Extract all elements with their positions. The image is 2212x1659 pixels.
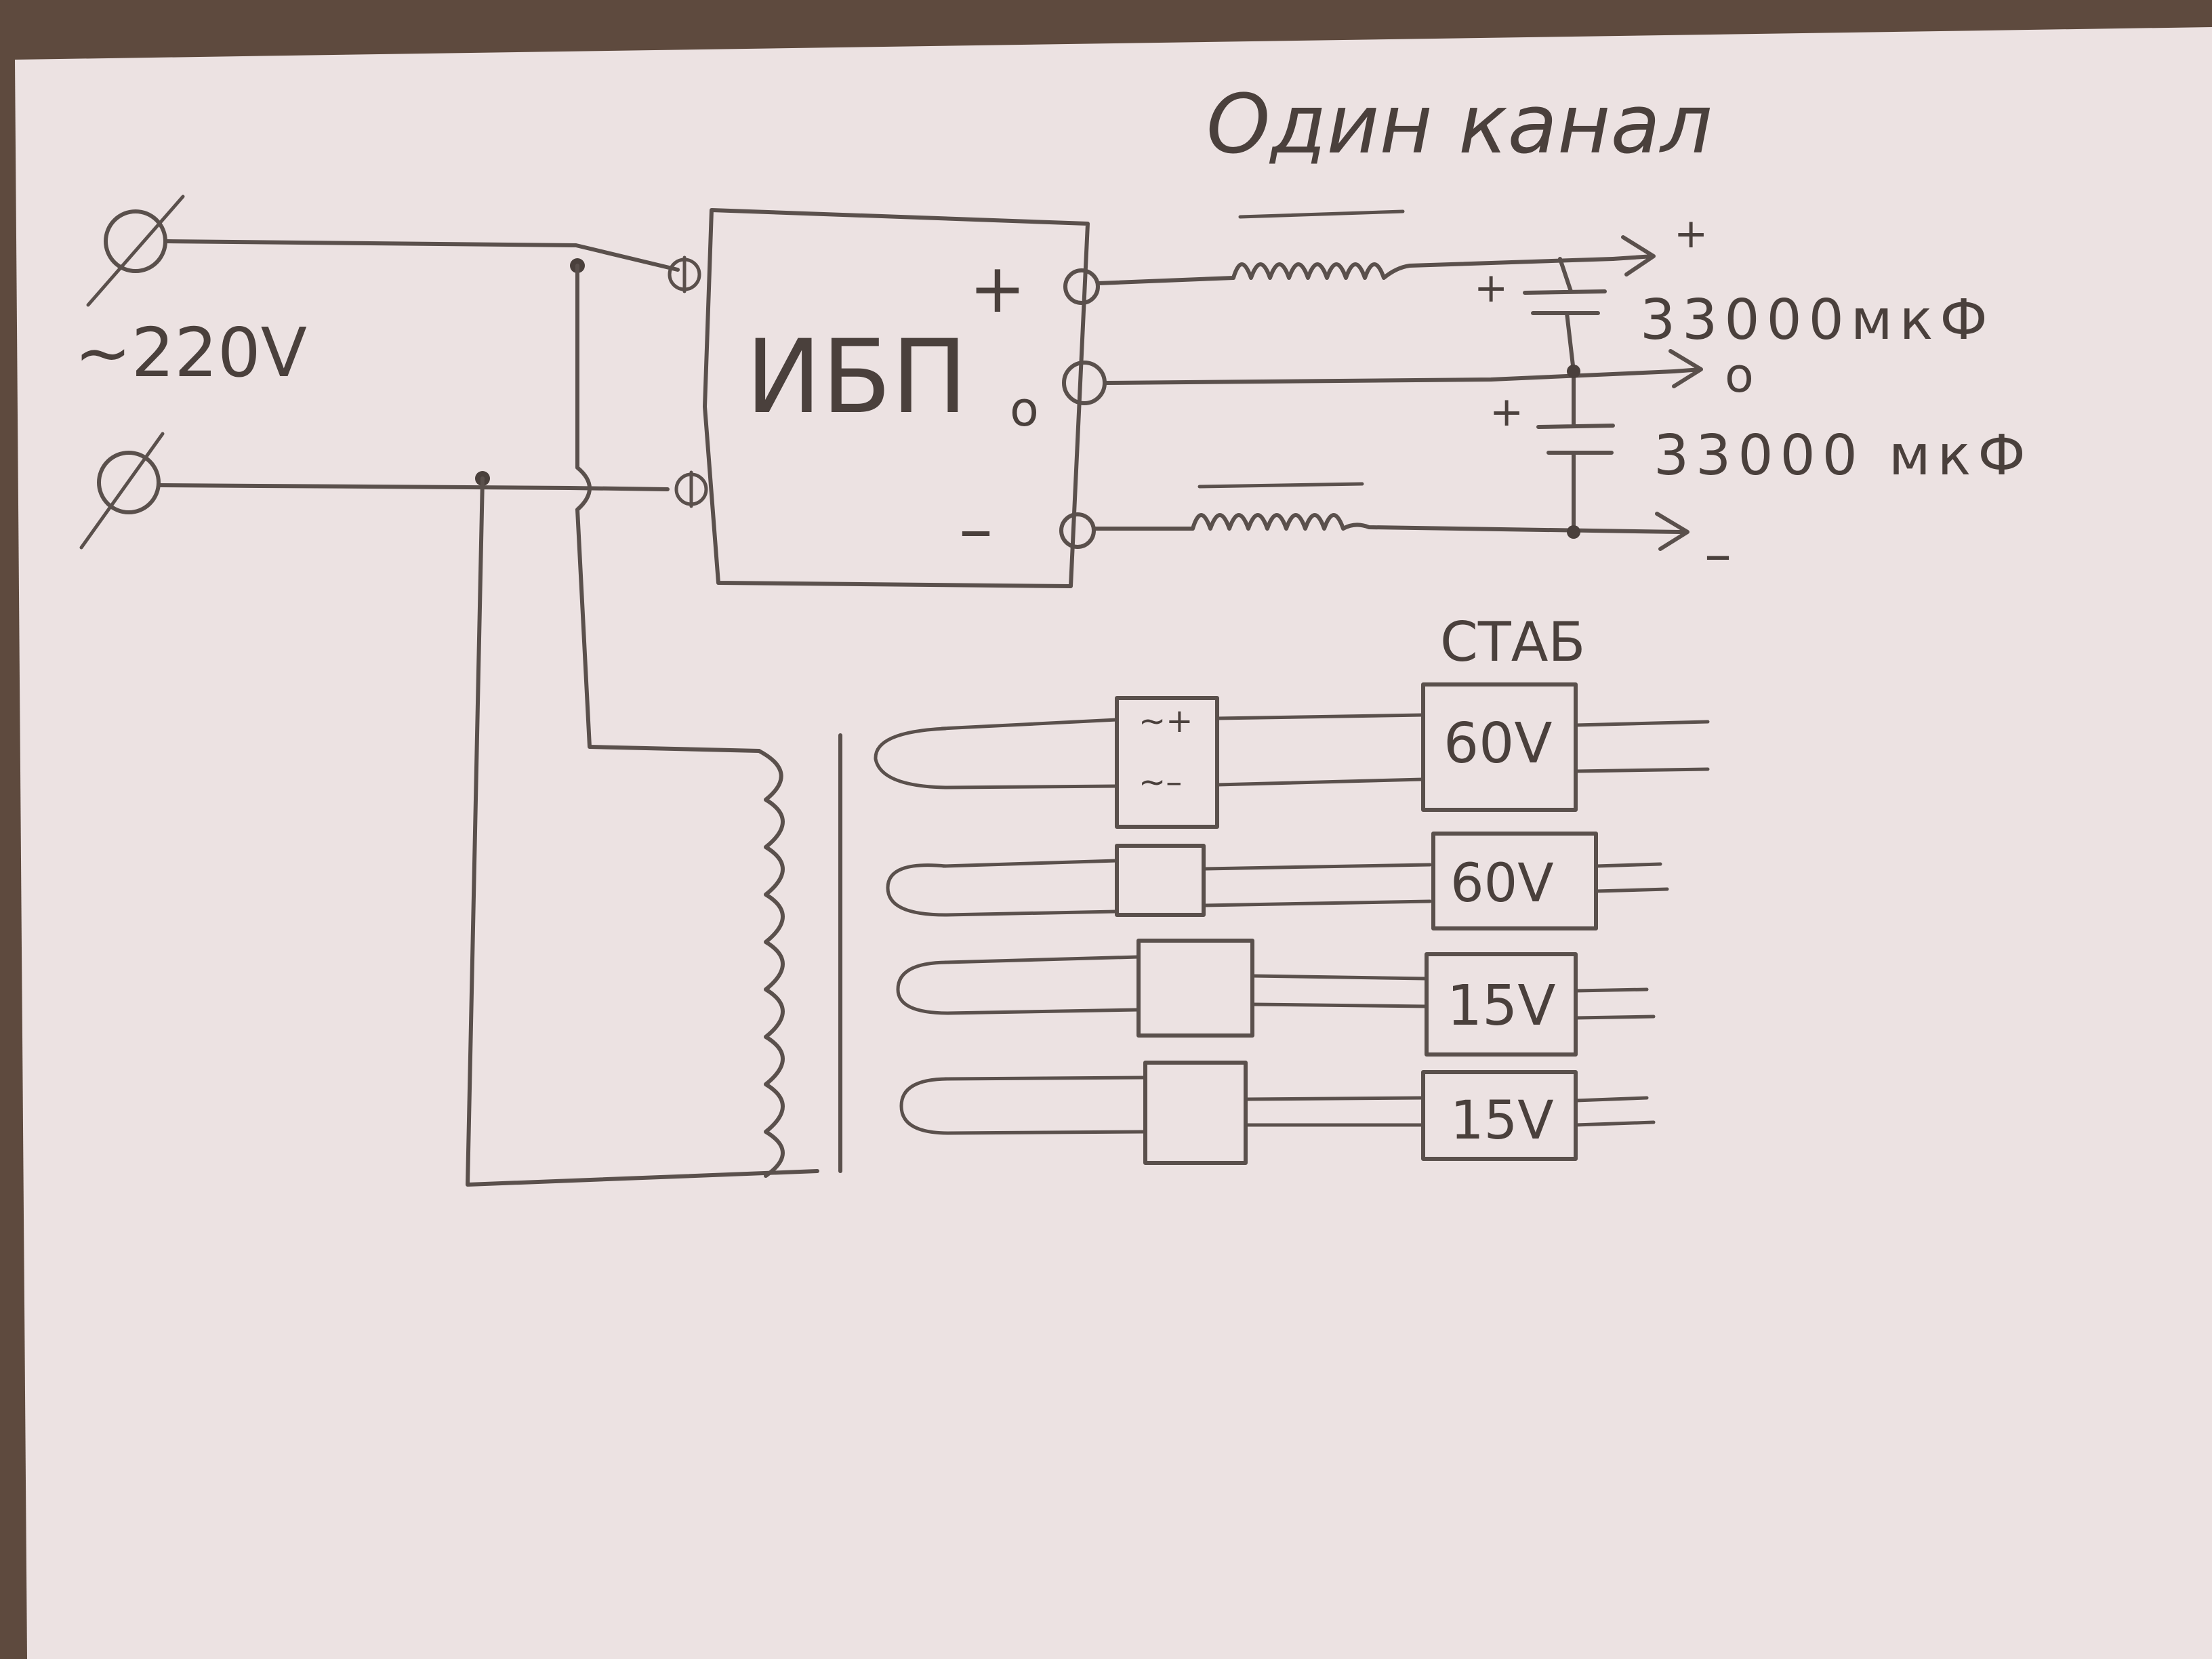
capacitor-lower-polarity: + (1490, 388, 1523, 436)
psu-label: ИБП (745, 319, 968, 436)
branch-wire-left (466, 476, 819, 1187)
stabilizer-2-voltage: 60V (1450, 853, 1554, 914)
branch-wire-right (575, 264, 761, 753)
bridge-mark-ac-plus: ~+ (1139, 702, 1193, 740)
secondary-winding (874, 726, 947, 790)
winding-lead (940, 718, 1119, 790)
output-label-zero: о (1725, 348, 1754, 403)
winding-lead (943, 955, 1141, 1015)
stabilizer-3-voltage: 15V (1447, 974, 1555, 1038)
stabilizer-3 (1425, 952, 1578, 1057)
input-wire-top (164, 239, 680, 272)
output-arrow-minus (1655, 512, 1689, 551)
secondary-winding (886, 863, 947, 917)
capacitor-upper-polarity: + (1474, 264, 1508, 312)
output-arrow-zero (1668, 349, 1703, 388)
psu-input-terminal (668, 255, 701, 293)
choke-bar (1197, 482, 1364, 489)
bridge-output-leads (1202, 863, 1432, 907)
rectifier-bridge (1136, 939, 1254, 1038)
minus-rail (1092, 513, 1683, 534)
stabilizer-4 (1421, 1070, 1578, 1161)
output-label-plus: + (1674, 210, 1708, 258)
capacitor-upper (1523, 257, 1607, 373)
stabilizer-2-output-leads (1594, 862, 1669, 893)
stabilizer-1-voltage: 60V (1443, 712, 1552, 776)
mains-terminal-bottom (79, 432, 165, 550)
secondary-winding (896, 960, 951, 1015)
psu-minus-mark: – (959, 489, 993, 569)
secondary-winding (899, 1077, 951, 1135)
stabilizer-3-output-leads (1574, 987, 1656, 1020)
page-title: Один канал (1206, 78, 1713, 172)
bridge-output-leads (1244, 1096, 1425, 1127)
junction-dot (1567, 365, 1580, 378)
psu-box (703, 208, 1090, 588)
stabilizer-header: СТАБ (1440, 611, 1585, 674)
input-wire-bottom (157, 483, 670, 491)
paper-sheet (15, 27, 2212, 1659)
psu-input-terminal (674, 470, 708, 508)
psu-zero-mark: о (1010, 382, 1039, 437)
choke-bar (1238, 209, 1405, 219)
output-arrow-plus (1611, 235, 1656, 276)
output-label-minus: – (1704, 523, 1732, 586)
stabilizer-4-output-leads (1574, 1096, 1656, 1127)
stabilizer-4-voltage: 15V (1450, 1090, 1554, 1151)
rectifier-bridge (1143, 1061, 1248, 1165)
psu-output-terminal-minus (1059, 512, 1096, 549)
rectifier-bridge (1115, 844, 1206, 917)
capacitor-upper-value: 33000мкФ (1640, 288, 1994, 352)
capacitor-lower-value: 33000 мкФ (1654, 424, 2032, 488)
psu-plus-mark: + (969, 249, 1026, 328)
transformer-primary-coil (757, 749, 785, 1178)
stabilizer-2 (1431, 832, 1598, 930)
stabilizer-1 (1421, 682, 1578, 812)
zero-rail (1104, 369, 1676, 385)
bridge-output-leads (1215, 713, 1425, 787)
bridge-mark-ac-minus: ~– (1139, 763, 1182, 801)
stabilizer-1-output-leads (1574, 720, 1710, 773)
psu-output-terminal-plus (1063, 268, 1100, 305)
mains-voltage-label: ~220V (75, 313, 307, 392)
plus-rail (1096, 257, 1615, 285)
bridge-output-leads (1250, 974, 1429, 1008)
junction-dot (1567, 525, 1580, 539)
rectifier-bridge (1115, 696, 1219, 829)
capacitor-lower (1536, 369, 1615, 534)
winding-lead (941, 859, 1119, 917)
winding-lead (943, 1076, 1147, 1135)
